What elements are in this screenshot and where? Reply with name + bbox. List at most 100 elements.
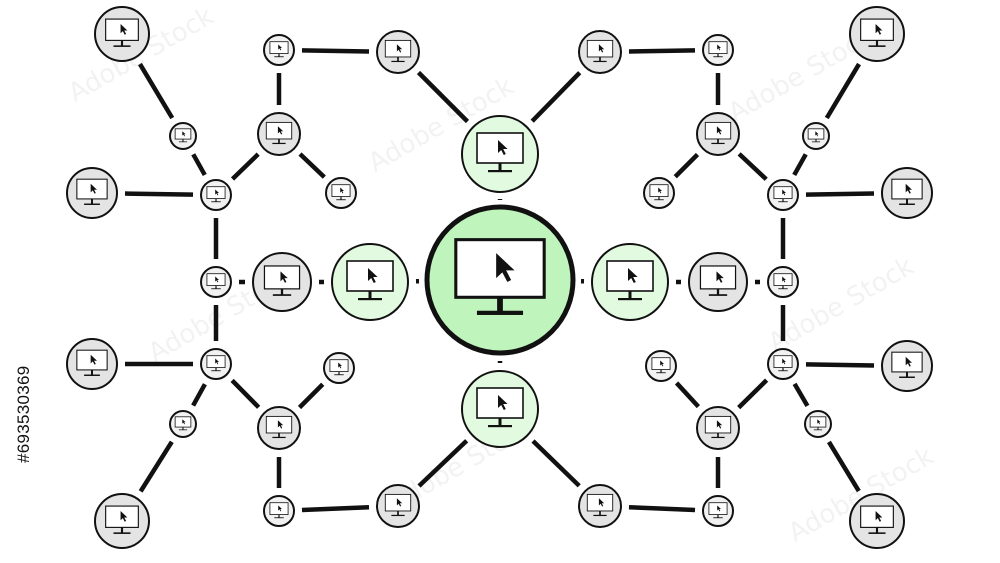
network-link: [628, 48, 696, 54]
monitor-cursor-icon: [174, 416, 192, 431]
central-hub-monitor: [424, 204, 576, 356]
monitor-cursor-icon: [586, 39, 614, 63]
computer-node-rm: [767, 266, 799, 298]
computer-node-rt7: [849, 6, 905, 62]
network-link: [124, 191, 194, 197]
network-link: [230, 152, 260, 181]
computer-node-lt2: [263, 34, 295, 66]
network-link: [416, 70, 470, 124]
monitor-cursor-icon: [265, 121, 293, 145]
network-link: [297, 382, 325, 410]
computer-node-rb2: [702, 495, 734, 527]
computer-node-ib: [461, 370, 539, 448]
computer-node-rb8: [881, 340, 933, 392]
computer-node-lb7: [94, 493, 150, 549]
network-link: [298, 152, 326, 179]
computer-node-rb7: [849, 493, 905, 549]
computer-node-rb3: [696, 406, 740, 450]
monitor-cursor-icon: [269, 502, 289, 519]
computer-node-rt6: [802, 122, 830, 150]
computer-node-il: [331, 243, 409, 321]
network-link: [674, 381, 701, 409]
monitor-cursor-icon: [860, 505, 894, 534]
monitor-cursor-icon: [206, 186, 226, 203]
computer-node-lb8: [66, 338, 118, 390]
monitor-cursor-icon: [651, 357, 671, 374]
network-link: [805, 191, 875, 197]
computer-node-lb1: [376, 484, 420, 528]
monitor-cursor-icon: [586, 493, 614, 517]
monitor-cursor-icon: [76, 178, 108, 205]
computer-node-lm: [200, 266, 232, 298]
monitor-cursor-icon: [384, 39, 412, 63]
network-link: [138, 62, 175, 120]
monitor-cursor-icon: [773, 186, 793, 203]
computer-node-rb4: [645, 350, 677, 382]
computer-node-rb5: [767, 348, 799, 380]
network-link: [628, 504, 696, 513]
monitor-cursor-icon: [891, 178, 923, 205]
computer-node-lt3: [257, 112, 301, 156]
computer-node-it: [461, 115, 539, 193]
monitor-cursor-icon: [476, 387, 524, 428]
monitor-cursor-icon: [704, 415, 732, 439]
computer-node-rb1: [578, 484, 622, 528]
network-link: [301, 504, 370, 513]
network-link: [301, 48, 370, 54]
network-link: [138, 440, 174, 493]
computer-node-lt4: [325, 177, 357, 209]
network-link: [417, 439, 469, 488]
computer-node-ml: [252, 252, 312, 312]
monitor-cursor-icon: [329, 359, 349, 376]
monitor-cursor-icon: [384, 493, 412, 517]
computer-node-rt2: [702, 34, 734, 66]
monitor-cursor-icon: [265, 415, 293, 439]
network-link: [826, 440, 861, 493]
monitor-cursor-icon: [606, 260, 654, 301]
computer-node-lb6: [169, 410, 197, 438]
monitor-cursor-icon: [699, 265, 737, 296]
monitor-cursor-icon: [174, 128, 192, 143]
computer-node-rt8: [881, 167, 933, 219]
computer-node-ir: [591, 243, 669, 321]
computer-node-lt1: [376, 30, 420, 74]
monitor-cursor-icon: [206, 355, 226, 372]
computer-node-rt5: [767, 179, 799, 211]
monitor-cursor-icon: [346, 260, 394, 301]
computer-node-lt7: [94, 6, 150, 62]
network-link: [737, 378, 769, 410]
monitor-cursor-icon: [708, 41, 728, 58]
network-nodes: [66, 6, 933, 549]
computer-node-lb5: [200, 348, 232, 380]
monitor-cursor-icon: [454, 238, 546, 315]
monitor-cursor-icon: [105, 505, 139, 534]
computer-node-lb4: [323, 352, 355, 384]
monitor-cursor-icon: [773, 273, 793, 290]
monitor-cursor-icon: [704, 121, 732, 145]
computer-node-lt6: [169, 122, 197, 150]
network-link: [805, 362, 875, 368]
network-link: [824, 62, 861, 120]
monitor-cursor-icon: [263, 265, 301, 296]
computer-node-lb2: [263, 495, 295, 527]
monitor-cursor-icon: [860, 18, 894, 47]
computer-node-lt8: [66, 167, 118, 219]
monitor-cursor-icon: [649, 184, 669, 201]
computer-node-lb3: [257, 406, 301, 450]
network-link: [530, 71, 582, 123]
network-link: [230, 378, 261, 409]
monitor-cursor-icon: [206, 273, 226, 290]
stock-image-id: #693530369: [14, 365, 33, 463]
network-link: [191, 383, 207, 407]
network-link: [737, 152, 768, 181]
network-edges: [124, 48, 875, 513]
computer-node-rt3: [696, 112, 740, 156]
monitor-cursor-icon: [708, 502, 728, 519]
monitor-cursor-icon: [807, 128, 825, 143]
monitor-cursor-icon: [331, 184, 351, 201]
network-link: [792, 153, 808, 177]
network-link: [191, 153, 207, 177]
monitor-cursor-icon: [809, 416, 827, 431]
computer-node-rt4: [643, 177, 675, 209]
